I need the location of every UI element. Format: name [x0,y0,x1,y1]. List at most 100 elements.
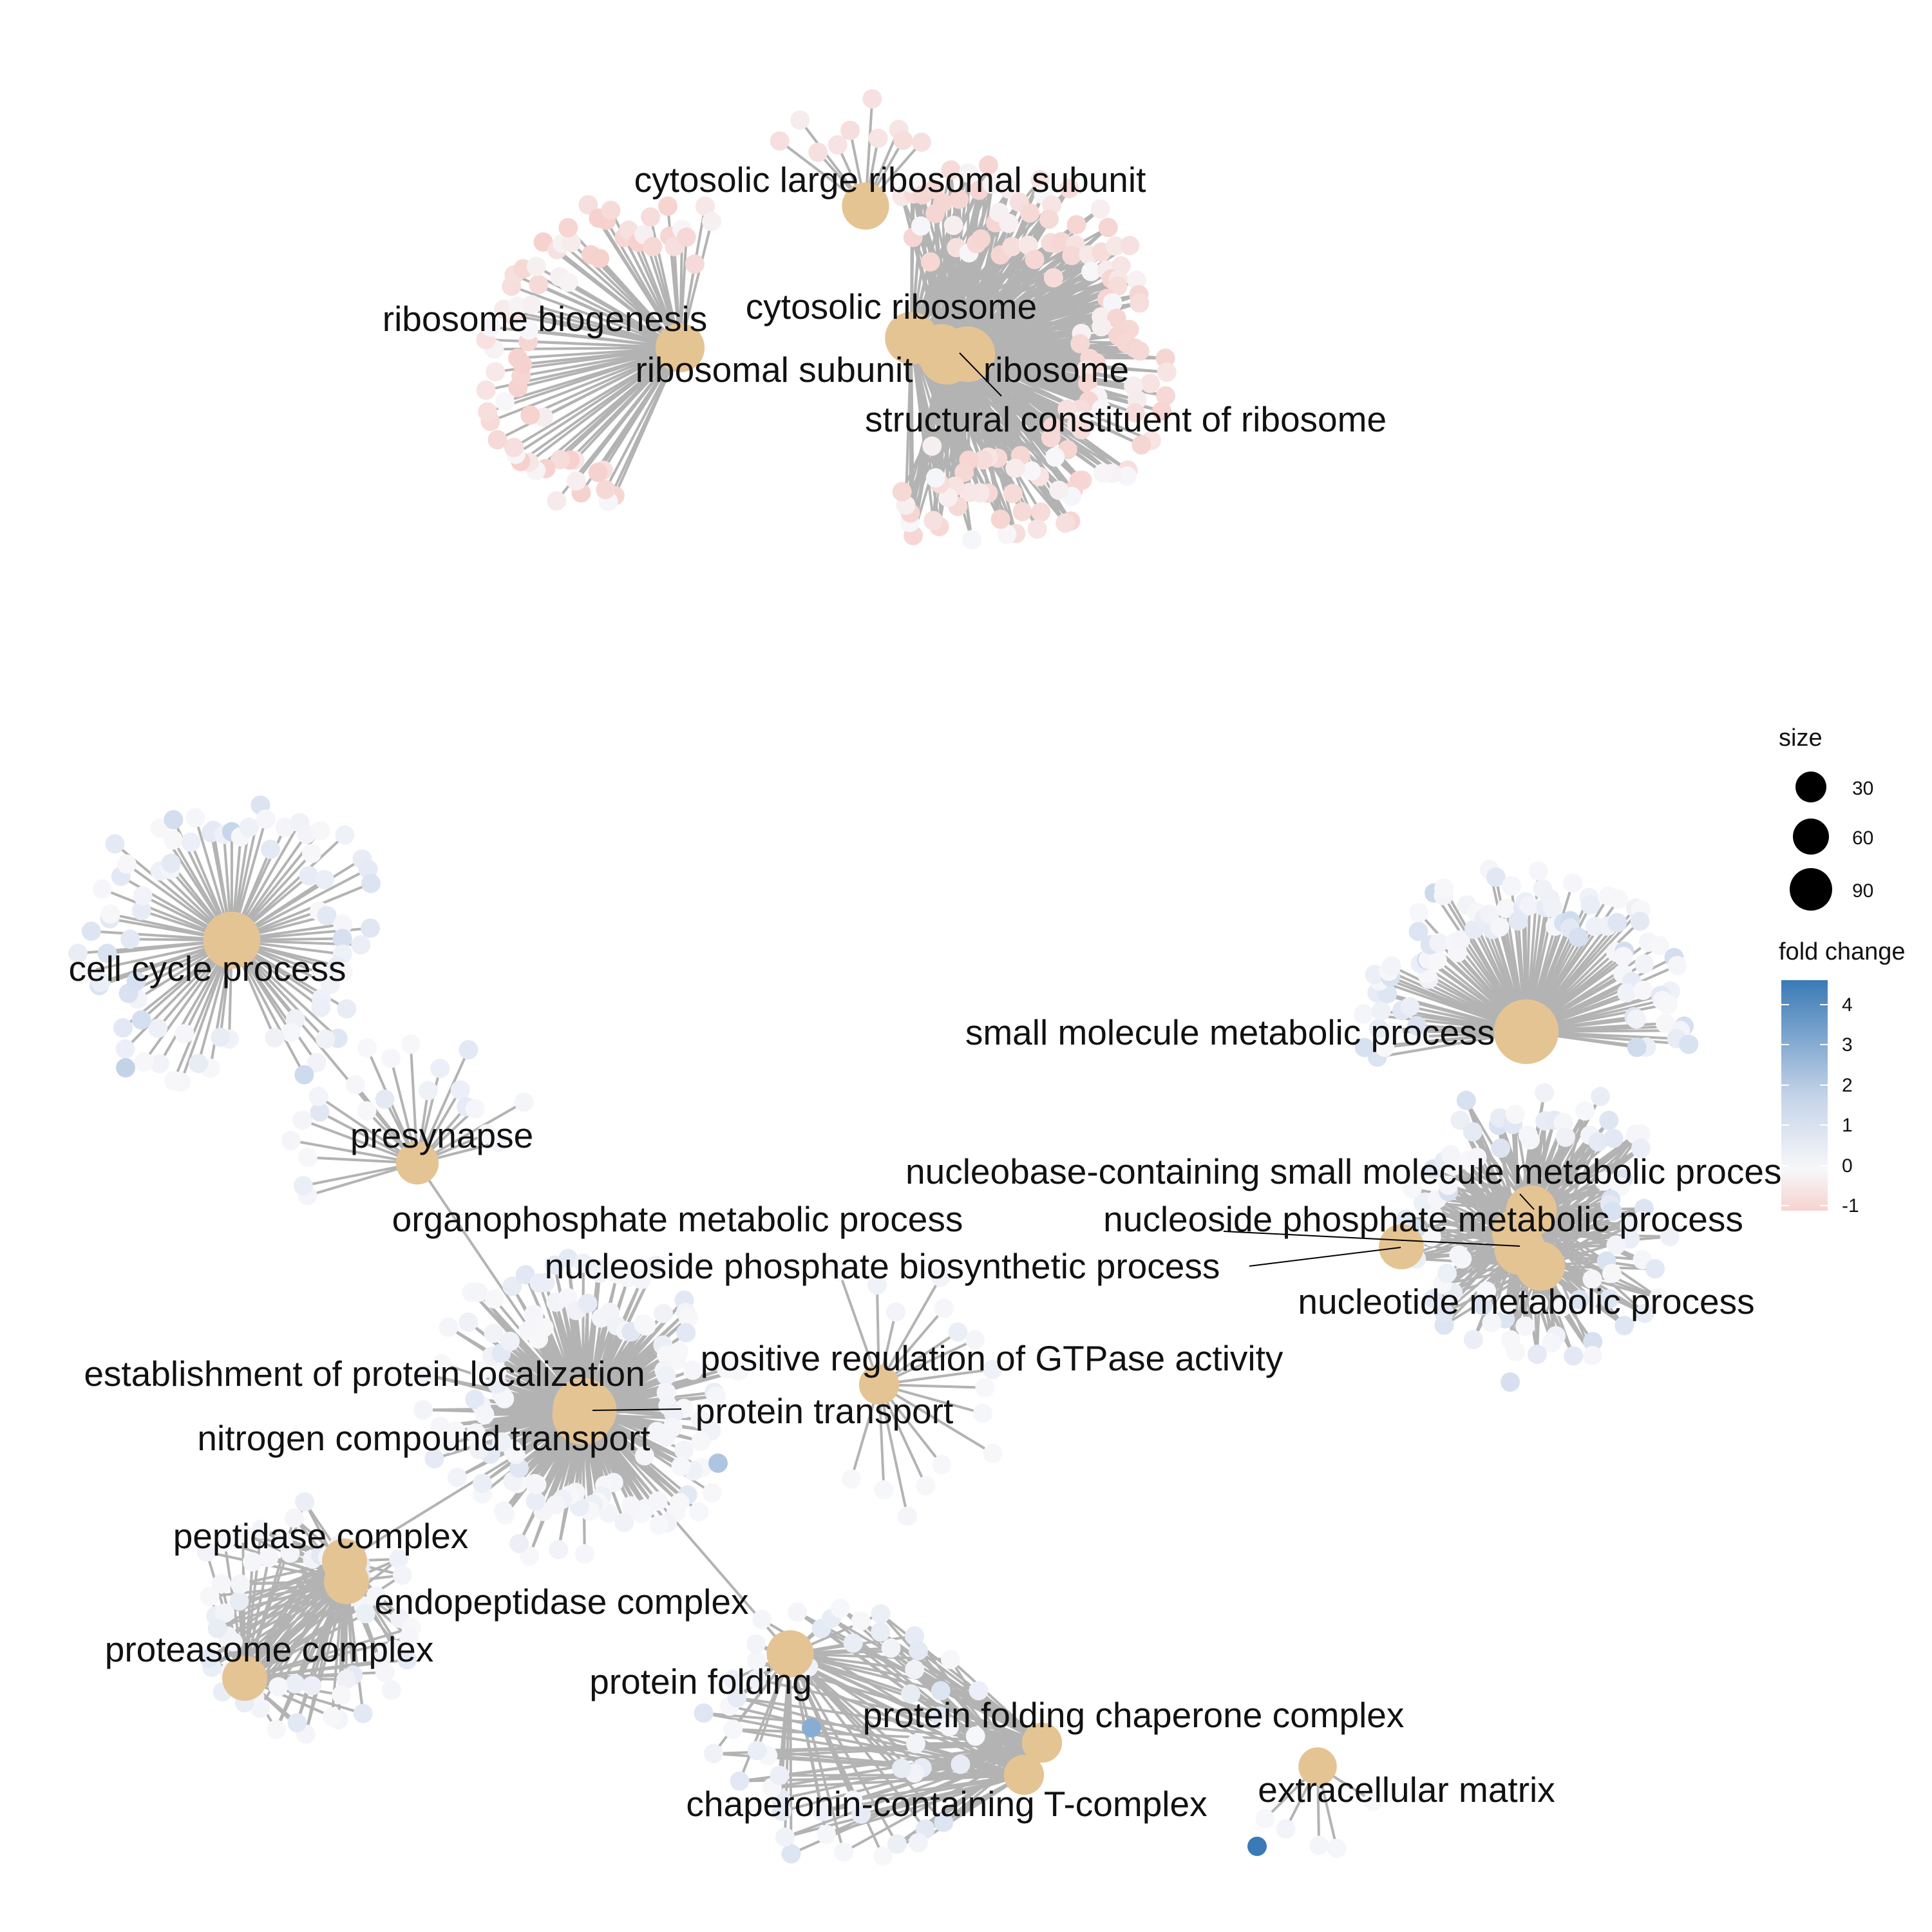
gene-node [322,1707,342,1727]
gene-node [475,1405,495,1425]
gene-node [1449,1245,1469,1265]
gene-node [983,1359,1003,1379]
gene-term-edge [756,1678,1043,1744]
gene-node [1066,214,1086,234]
term-label-ribosome-biogenesis: ribosome biogenesis [383,299,707,339]
term-label-endopeptidase-complex: endopeptidase complex [375,1582,749,1622]
gene-node [676,227,696,247]
gene-node [634,1446,654,1466]
gene-node [1649,936,1669,956]
gene-node [524,1304,544,1324]
gene-node [1634,1303,1654,1323]
gene-node [1555,1127,1575,1147]
gene-node [1155,348,1175,368]
gene-node [940,1649,960,1669]
size-legend-swatch-30 [1795,772,1826,802]
term-label-ribosome: ribosome [983,350,1129,390]
gene-node [549,1540,569,1560]
term-nodes-layer [203,182,1566,1795]
gene-node [1094,463,1113,483]
gene-node [830,1598,850,1618]
gene-node [351,935,371,955]
gene-node [476,380,496,400]
gene-node [1656,1014,1676,1034]
gene-node [307,1053,327,1073]
gene-node [746,1651,766,1671]
gene-node [1072,420,1092,440]
gene-term-edge [504,346,681,403]
gene-node [1130,293,1150,313]
gene-node [1020,203,1040,223]
term-label-cytosolic-ribosome: cytosolic ribosome [746,287,1037,327]
gene-node [982,174,1002,194]
gene-node [1630,911,1650,931]
gene-node [1039,209,1059,229]
gene-node [781,1844,801,1864]
gene-node [1098,218,1118,238]
gene-node [975,1378,995,1397]
gene-node [161,853,181,873]
fold-change-tick-1: 1 [1842,1115,1853,1136]
gene-node [1125,403,1145,423]
gene-node [911,132,931,152]
gene-node [1120,236,1140,256]
gene-node [770,131,790,151]
gene-node [120,929,140,949]
gene-node [1354,1004,1374,1024]
gene-node [752,1609,772,1629]
gene-node [573,1253,593,1273]
term-node-small-molecule-metabolic-process [1493,999,1559,1065]
gene-node [504,437,524,457]
gene-node [658,196,678,216]
gene-node [999,213,1019,233]
gene-node [520,405,540,425]
term-node-nucleoside-phosphate-biosynthetic-process [1379,1224,1424,1269]
gene-node [1057,399,1077,419]
gene-node [1535,1083,1555,1103]
gene-node [450,1080,470,1100]
gene-node [332,1685,352,1705]
gene-node [1077,373,1097,393]
gene-node [1631,1124,1651,1144]
gene-node [256,809,276,829]
gene-node [1152,401,1172,421]
term-label-cytosolic-large-ribosomal-subunit: cytosolic large ribosomal subunit [634,160,1146,200]
gene-node [200,1587,220,1607]
gene-node [1003,484,1023,504]
gene-node [770,1765,790,1785]
term-node-proteasome-complex [222,1656,267,1701]
gene-node [1649,1288,1669,1308]
gene-node [281,1130,301,1150]
gene-node [702,1483,722,1503]
term-label-cell-cycle-process: cell cycle process [69,949,346,989]
gene-term-edge [216,1560,345,1630]
leader-nucleoside-phosphate-biosynthetic-process [1249,1247,1401,1267]
gene-term-edge [304,1581,348,1735]
term-label-extracellular-matrix: extracellular matrix [1258,1770,1555,1810]
gene-node [873,1846,893,1866]
gene-node [320,974,340,994]
gene-node [534,1318,554,1338]
gene-node [164,1070,184,1090]
gene-term-edge [531,303,681,349]
gene-node [1132,435,1151,455]
gene-node [361,918,381,938]
gene-node [931,1681,951,1701]
fold-change-tick-neg1: -1 [1842,1195,1859,1217]
gene-node-highlighted [116,1058,135,1077]
gene-node [1090,199,1110,219]
gene-term-edge [489,346,681,423]
term-node-protein-folding [766,1630,814,1678]
gene-node [181,832,201,852]
gene-node [558,1249,578,1269]
gene-node [909,1641,929,1661]
gene-node [418,1081,438,1101]
gene-node [1400,997,1420,1017]
gene-node [695,196,715,216]
gene-node [117,854,137,874]
gene-node [775,1827,795,1847]
term-node-cell-cycle-process [203,911,261,969]
gene-node [375,1089,395,1109]
gene-node [1402,1179,1422,1198]
size-legend-swatch-90 [1790,868,1832,911]
